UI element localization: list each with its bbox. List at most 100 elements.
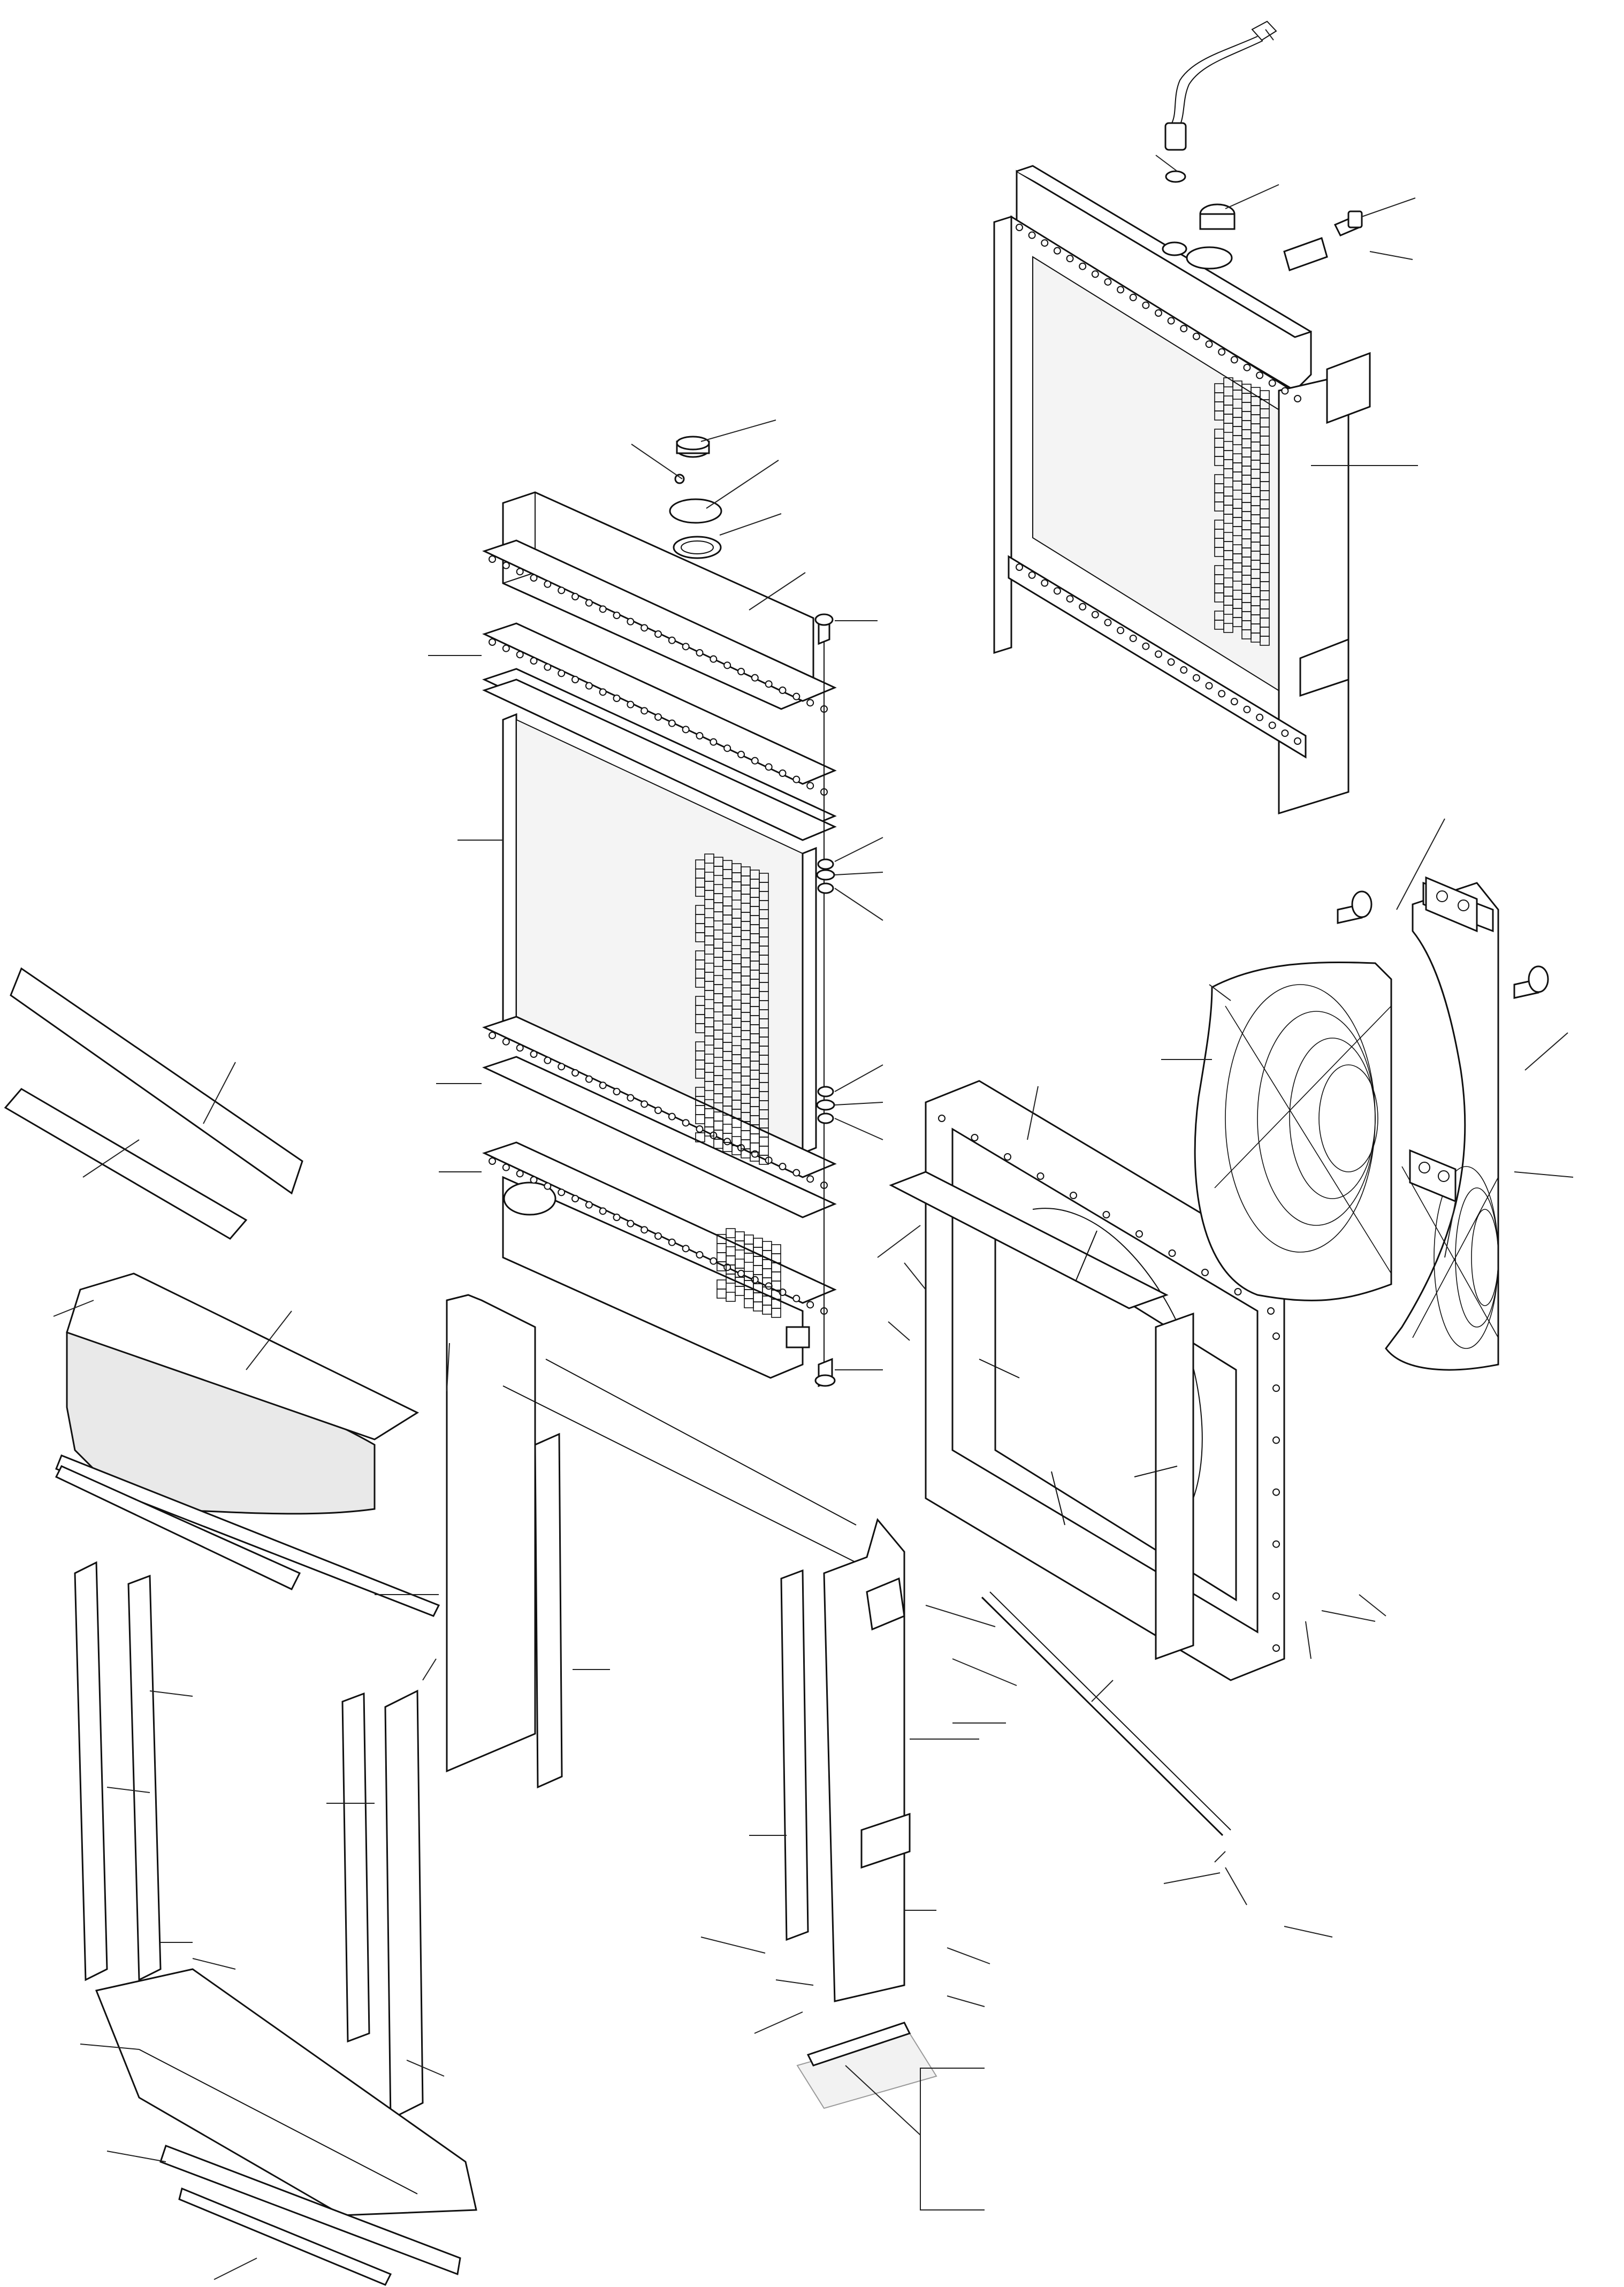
bolt-hole <box>1230 698 1238 706</box>
callout-leader <box>1027 1086 1039 1140</box>
bolt-hole <box>502 1038 510 1046</box>
callout-leader <box>1321 1610 1376 1622</box>
bolt-hole <box>696 1125 704 1133</box>
callout-leader <box>446 1343 450 1392</box>
bolt-hole <box>806 1175 814 1183</box>
bolt-hole <box>1079 262 1087 270</box>
bolt-hole <box>571 676 579 683</box>
bolt-hole <box>1066 595 1074 603</box>
callout-leader <box>631 444 683 479</box>
bolt-hole <box>806 699 814 707</box>
core-fin-cell <box>759 1155 769 1165</box>
bolt-hole <box>1155 650 1162 658</box>
callout-leader <box>1284 1926 1333 1938</box>
callout-leader <box>53 1300 94 1317</box>
callout-leader <box>406 2060 445 2077</box>
bolt-hole <box>641 1226 649 1234</box>
callout-leader <box>80 2044 140 2050</box>
callout-leader <box>1214 1851 1226 1863</box>
callout-leader <box>834 837 883 862</box>
bolt-hole <box>779 769 787 777</box>
bolt-hole <box>779 1163 787 1170</box>
bolt-hole <box>1272 1592 1280 1600</box>
bolt-hole <box>1294 395 1301 402</box>
bolt-hole <box>751 1276 759 1284</box>
bolt-hole <box>489 1157 496 1165</box>
bolt-hole <box>1104 619 1112 627</box>
callout-leader <box>82 1139 140 1178</box>
bolt-hole <box>516 1170 524 1178</box>
bolt-hole <box>723 744 731 752</box>
core-fin-cell <box>726 1228 736 1238</box>
bolt-hole <box>1272 1332 1280 1340</box>
bolt-hole <box>1272 1644 1280 1652</box>
bolt-hole <box>654 630 662 638</box>
bolt-hole <box>654 713 662 721</box>
bolt-hole <box>1272 1488 1280 1496</box>
bolt-hole <box>571 1195 579 1202</box>
bolt-hole <box>696 1251 704 1259</box>
top-cover <box>4 967 440 1617</box>
bolt-hole <box>682 726 690 734</box>
bolt-hole <box>613 612 621 619</box>
bolt-hole <box>613 1088 621 1095</box>
bolt-hole <box>1135 1230 1143 1238</box>
radiator-front <box>482 436 837 1388</box>
callout-leader <box>877 1225 921 1258</box>
bolt-hole <box>1129 293 1137 301</box>
bolt-hole <box>571 1069 579 1077</box>
bolt-hole <box>1268 379 1276 387</box>
bolt-hole <box>1272 1436 1280 1444</box>
bolt-hole <box>1066 255 1074 263</box>
bolt-hole <box>654 1107 662 1114</box>
bolt-hole <box>530 1176 538 1184</box>
bolt-hole <box>1243 363 1251 371</box>
bolt-hole <box>710 1257 718 1265</box>
callout-leader <box>888 1321 910 1341</box>
callout-leader <box>834 888 883 921</box>
bolt-hole <box>682 1119 690 1127</box>
core-fin-cell <box>726 1292 736 1302</box>
bolt-hole <box>544 1056 552 1064</box>
callout-leader <box>700 1937 766 1954</box>
bolt-hole <box>1168 1249 1176 1257</box>
core-fin-cell <box>771 1244 781 1254</box>
core-fin-cell <box>753 1238 763 1248</box>
callout-leader <box>203 1062 236 1124</box>
bolt-hole <box>613 1214 621 1221</box>
bolt-hole <box>558 1188 566 1196</box>
bolt-hole <box>710 655 718 663</box>
core-fin-cell <box>1223 623 1233 633</box>
bolt-hole <box>558 586 566 594</box>
bolt-hole <box>1070 1192 1077 1199</box>
callout-leader <box>106 2151 166 2162</box>
callout-leader <box>192 1958 236 1970</box>
callout-leader <box>1369 251 1413 260</box>
callout-leader <box>845 2065 921 2136</box>
bolt-hole <box>668 1112 676 1120</box>
bolt-hole <box>696 732 704 740</box>
callout-leader <box>1524 1032 1568 1071</box>
bolt-hole <box>710 738 718 746</box>
callout-leader <box>422 1658 437 1681</box>
bolt-hole <box>971 1134 979 1141</box>
bolt-hole <box>1004 1153 1011 1161</box>
callout-leader <box>106 1787 150 1793</box>
callout-leader <box>834 1102 883 1106</box>
bolt-hole <box>1167 658 1175 666</box>
bolt-hole <box>613 695 621 702</box>
bolt-hole <box>1091 270 1099 278</box>
callout-leader <box>1359 1594 1386 1617</box>
bolt-hole <box>599 688 607 696</box>
core-fin-cell <box>1260 636 1270 646</box>
bolt-hole <box>599 1081 607 1089</box>
bolt-hole <box>585 1201 593 1209</box>
bolt-hole <box>544 663 552 671</box>
bolt-hole <box>1142 301 1150 309</box>
bolt-hole <box>585 1075 593 1083</box>
bolt-hole <box>668 636 676 644</box>
bolt-hole <box>585 599 593 607</box>
callout-leader <box>834 1064 883 1092</box>
bolt-hole <box>489 1032 496 1039</box>
bolt-hole <box>1256 713 1264 721</box>
